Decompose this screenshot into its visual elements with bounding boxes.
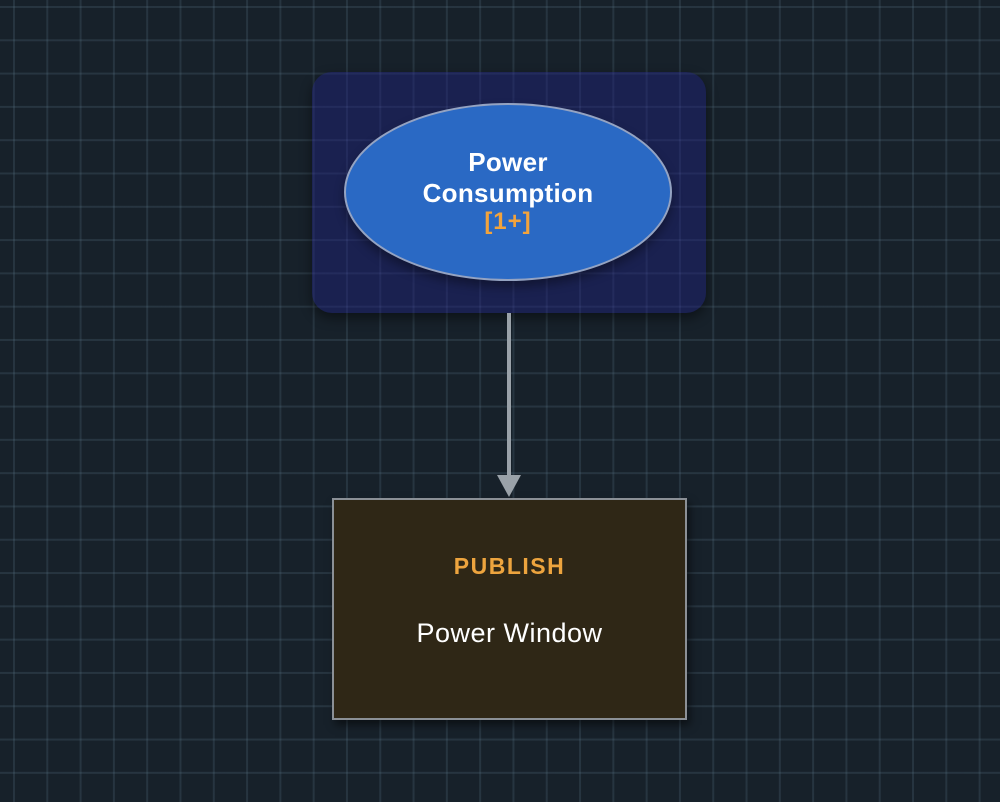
publish-type-label: PUBLISH [453,553,566,579]
edge-power-consumption-to-publish[interactable] [497,313,521,497]
signal-ellipse[interactable]: Power Consumption [1+] [344,103,672,281]
signal-label: Power Consumption [422,146,594,208]
signal-cardinality: [1+] [484,208,532,236]
publish-name-label: Power Window [416,618,603,648]
edge-line [507,313,511,479]
arrowhead-down-icon [497,475,521,497]
node-publish-power-window[interactable]: PUBLISH Power Window [332,498,687,720]
node-power-consumption[interactable]: Power Consumption [1+] [312,72,706,313]
